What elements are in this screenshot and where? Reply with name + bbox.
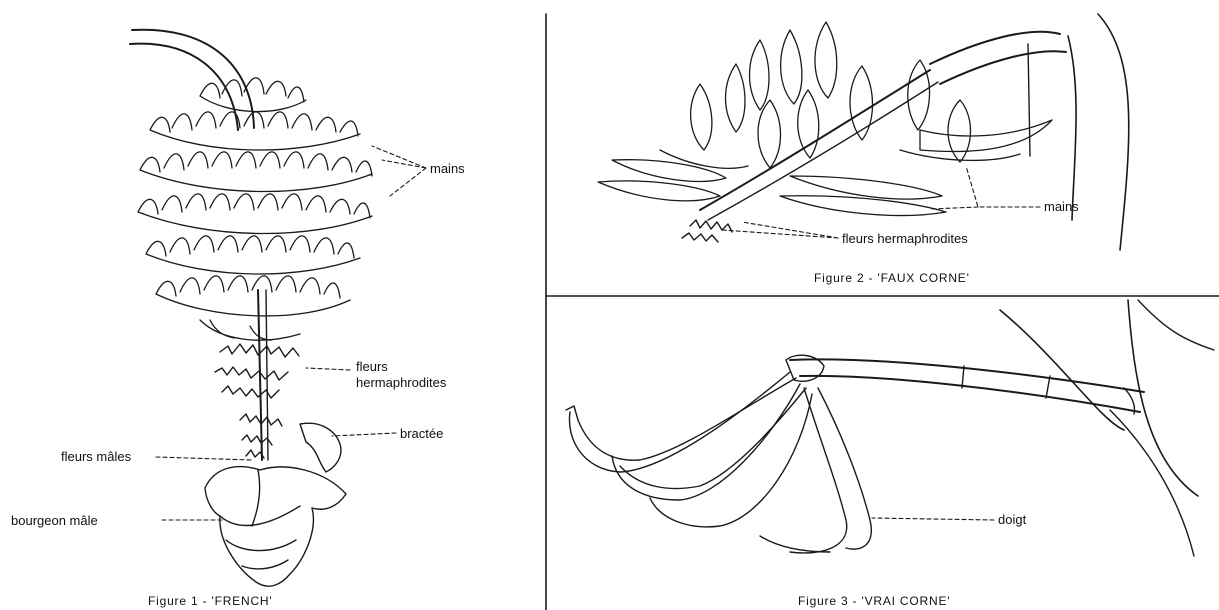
fig1-bud-fold-2 — [226, 540, 296, 551]
fig3-stem-3 — [1138, 300, 1214, 350]
fig3-fingers — [566, 372, 871, 553]
fig3-finger — [620, 388, 806, 489]
fig2-peduncle — [930, 32, 1060, 64]
fig1-male-bud — [205, 467, 346, 587]
fig1-herma-flowers — [215, 344, 299, 398]
fig1-leader-mains — [372, 146, 426, 196]
fig2-finger — [758, 100, 781, 168]
fig2-leaf-sheath — [1028, 44, 1030, 156]
fig2-finger — [781, 30, 802, 104]
fig3-finger — [790, 388, 847, 553]
label-fleurs-hermaphrodites-fig2: fleurs hermaphrodites — [842, 231, 968, 246]
fig2-peduncle-2 — [940, 51, 1066, 84]
fig2-pseudostem-2 — [1098, 14, 1129, 250]
figure-2-drawing — [598, 14, 1129, 250]
fig2-finger — [798, 90, 819, 158]
fig2-herma-flowers — [682, 220, 732, 242]
fig3-stem-1 — [1000, 310, 1124, 430]
fig1-hand-row — [156, 276, 350, 316]
fig2-finger — [850, 66, 873, 140]
fig2-finger — [726, 64, 746, 132]
caption-figure-3: Figure 3 - 'VRAI CORNE' — [798, 594, 950, 608]
fig3-stem-2 — [1128, 300, 1198, 496]
fig2-finger — [612, 160, 726, 182]
fig3-finger — [760, 536, 830, 552]
fig1-bud-fold-1 — [220, 506, 300, 525]
fig3-finger — [818, 388, 871, 549]
figure-1-drawing — [130, 30, 426, 586]
fig2-finger — [815, 22, 837, 98]
fig2-finger — [948, 100, 971, 162]
fig1-bud-fold-4 — [252, 470, 260, 526]
fig1-bud-fold-3 — [242, 560, 288, 569]
fig2-finger — [660, 150, 748, 168]
fig1-hand-row — [138, 194, 372, 234]
fig3-leader-doigt — [872, 518, 994, 520]
fig1-leader-fleurs — [306, 368, 350, 370]
fig1-hand-row — [200, 320, 300, 340]
fig1-hand-row — [200, 78, 306, 112]
label-bourgeon-male: bourgeon mâle — [11, 513, 98, 528]
fig3-finger — [569, 372, 790, 472]
label-hermaphrodites-fig1: hermaphrodites — [356, 375, 446, 390]
fig3-finger-tip — [566, 406, 578, 420]
fig3-peduncle-2 — [800, 376, 1140, 412]
caption-figure-1: Figure 1 - 'FRENCH' — [148, 594, 272, 608]
label-bractee: bractée — [400, 426, 443, 441]
fig2-upper-hand — [691, 22, 971, 168]
fig1-hand-row — [146, 236, 360, 274]
fig3-node-2 — [1046, 376, 1050, 398]
label-doigt: doigt — [998, 512, 1026, 527]
fig2-finger — [750, 40, 770, 110]
fig3-finger — [650, 394, 812, 527]
fig2-leader-fleurs — [722, 222, 838, 238]
caption-figure-2: Figure 2 - 'FAUX CORNE' — [814, 271, 970, 285]
fig2-rachis — [700, 70, 930, 210]
label-fleurs-fig1: fleurs — [356, 359, 388, 374]
fig1-hand-row — [150, 112, 360, 150]
fig1-stalk — [130, 44, 238, 130]
fig2-finger — [598, 181, 720, 201]
fig1-leader-bractee — [332, 433, 396, 436]
label-fleurs-males: fleurs mâles — [61, 449, 131, 464]
fig1-hands — [138, 78, 372, 340]
fig2-finger — [920, 120, 1052, 152]
fig2-pseudostem — [1068, 36, 1076, 220]
fig3-node-1 — [962, 366, 964, 388]
label-mains-fig2: mains — [1044, 199, 1079, 214]
label-mains-fig1: mains — [430, 161, 465, 176]
fig2-finger — [691, 84, 712, 150]
figure-3-drawing — [566, 300, 1214, 556]
fig1-leader-fleurs-males — [156, 457, 252, 460]
fig2-leader-mains — [930, 166, 1040, 209]
fig1-bract — [300, 423, 341, 472]
fig3-finger — [578, 378, 796, 460]
fig1-hand-row — [140, 152, 372, 192]
